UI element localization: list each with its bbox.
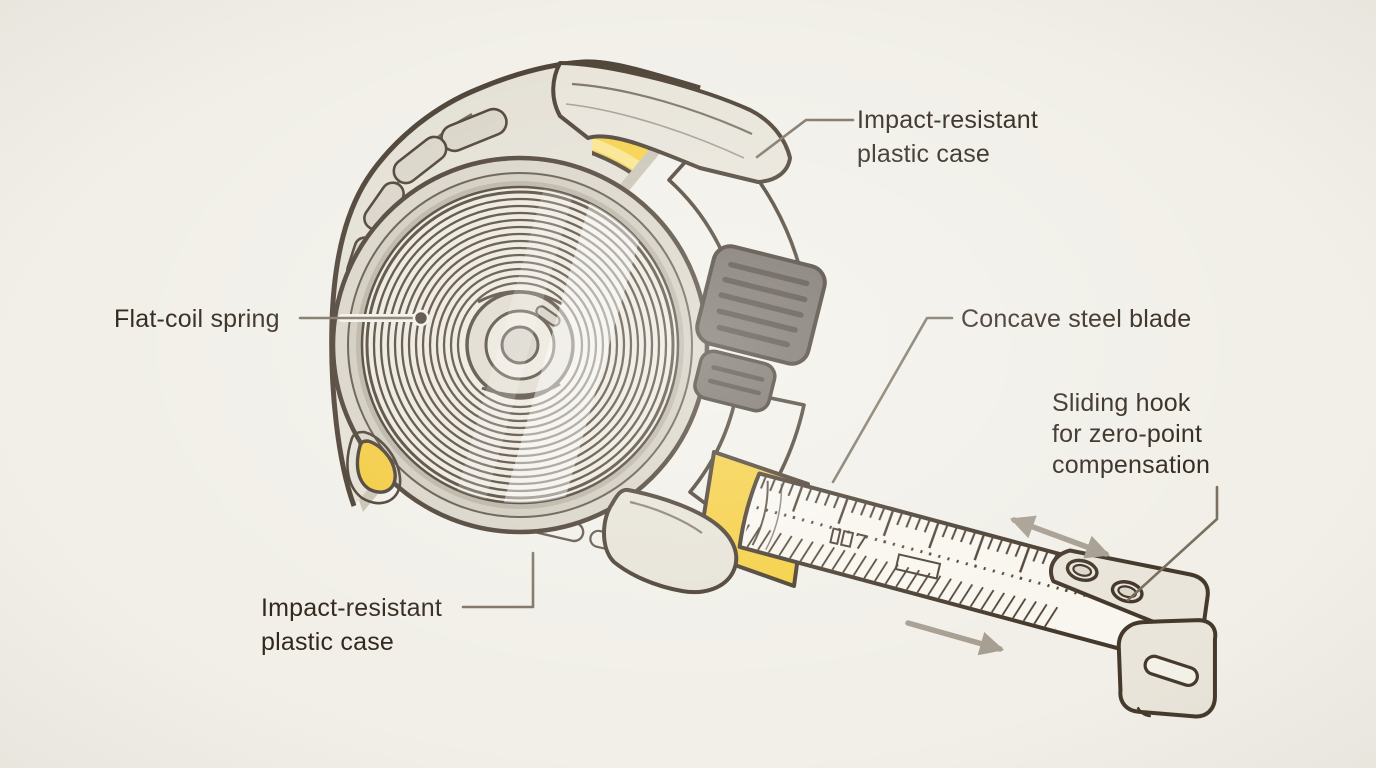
- label-line: compensation: [1052, 451, 1211, 479]
- label-line: plastic case: [261, 628, 395, 656]
- steel-blade-graphic: [737, 471, 1218, 719]
- case-foot-bumper: [602, 487, 739, 594]
- spindle-hub: [465, 290, 575, 400]
- leader-line-spring: [298, 309, 430, 327]
- label-concave-steel-blade: Concave steel blade: [961, 305, 1192, 333]
- label-line: Sliding hook: [1052, 389, 1191, 417]
- label-line: plastic case: [857, 140, 991, 168]
- band-window-lower: [688, 389, 806, 533]
- label-plastic-case-bottom: Impact-resistant plastic case: [261, 591, 442, 659]
- label-line: Impact-resistant: [857, 106, 1039, 134]
- leader-line-hook: [1126, 485, 1219, 602]
- label-line: Impact-resistant: [261, 594, 443, 622]
- leader-dot-spring: [412, 309, 430, 327]
- leader-line-case-bottom: [461, 551, 535, 609]
- leader-lines: [298, 118, 1219, 609]
- label-line: for zero-point: [1052, 420, 1203, 448]
- thumb-lock-button: [693, 244, 827, 413]
- top-bridge: [551, 61, 792, 184]
- label-plastic-case-top: Impact-resistant plastic case: [857, 103, 1038, 171]
- label-flat-coil-spring: Flat-coil spring: [114, 305, 280, 333]
- slide-direction-arrow-icon: [1009, 515, 1111, 559]
- blade-markings: [829, 527, 942, 580]
- case-accent-teardrop: [346, 430, 402, 505]
- leader-line-blade: [831, 316, 954, 484]
- end-hook-graphic: [1049, 548, 1218, 719]
- extend-direction-arrow-icon: [905, 620, 1005, 656]
- leader-line-case-top: [755, 118, 855, 159]
- flat-coil-spring-graphic: [365, 190, 675, 500]
- motion-arrows: [905, 515, 1111, 656]
- coil-highlight: [436, 187, 672, 503]
- label-sliding-hook: Sliding hook for zero-point compensation: [1052, 388, 1210, 481]
